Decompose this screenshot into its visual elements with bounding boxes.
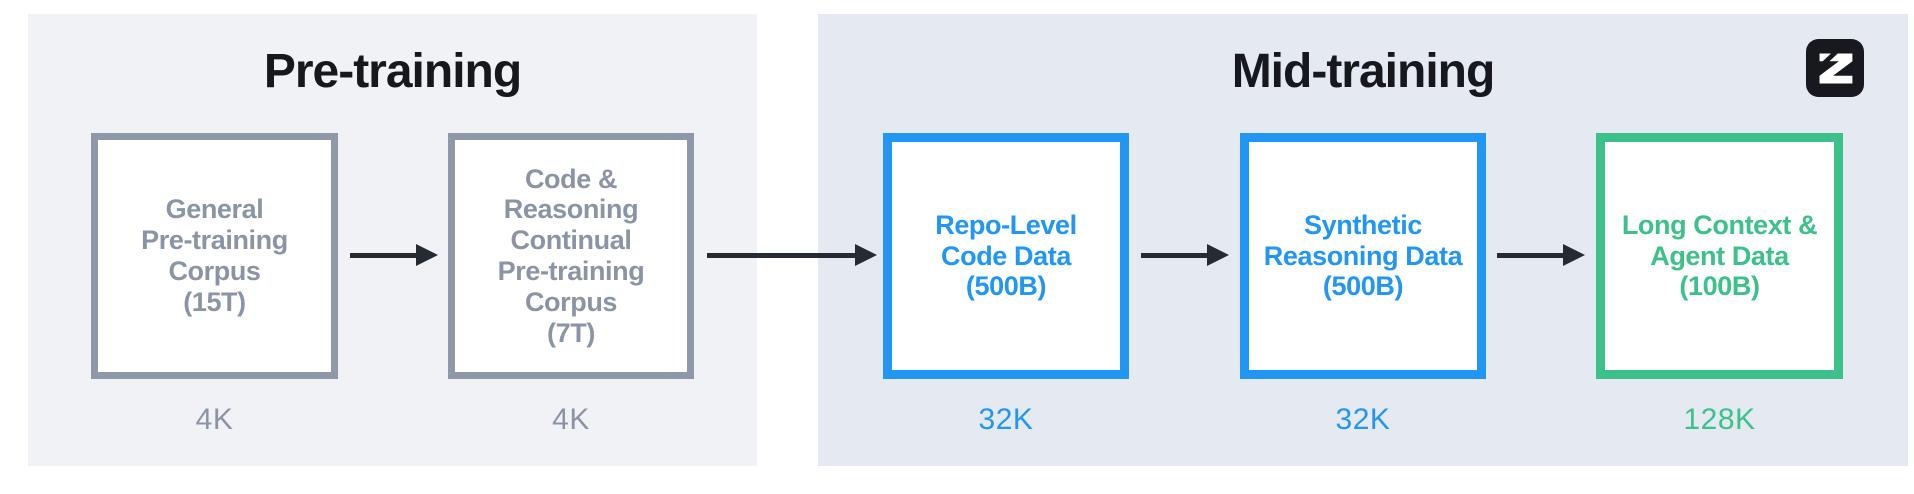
context-length-label: 128K [1683, 403, 1756, 436]
node-long-context-agent-data: Long Context & Agent Data (100B) [1596, 133, 1843, 379]
node-long-context-agent-data-label: Long Context & Agent Data (100B) [1621, 209, 1818, 302]
node-general-pretraining-corpus: General Pre-training Corpus (15T) [91, 133, 338, 379]
pre-training-title: Pre-training [263, 45, 522, 98]
flow-arrow-icon [1141, 244, 1229, 266]
context-length-label: 32K [978, 403, 1034, 436]
context-length-label: 32K [1335, 403, 1391, 436]
flow-arrow-icon [707, 244, 877, 266]
node-synthetic-reasoning-data-label: Synthetic Reasoning Data (500B) [1263, 209, 1463, 302]
node-code-reasoning-continual-corpus-label: Code & Reasoning Continual Pre-training … [497, 163, 645, 348]
section-pre-training: Pre-training General Pre-training Corpus… [28, 14, 757, 466]
context-length-label: 4K [552, 403, 590, 436]
mid-training-title: Mid-training [1231, 45, 1496, 98]
flow-arrow-icon [1497, 244, 1585, 266]
section-mid-training: Mid-training Repo-Level Code Data (500B)… [818, 14, 1908, 466]
node-synthetic-reasoning-data: Synthetic Reasoning Data (500B) [1240, 133, 1486, 379]
z-logo-icon [1806, 39, 1864, 97]
flow-arrow-icon [350, 244, 438, 266]
node-repo-level-code-data: Repo-Level Code Data (500B) [883, 133, 1129, 379]
node-code-reasoning-continual-corpus: Code & Reasoning Continual Pre-training … [448, 133, 694, 379]
node-general-pretraining-corpus-label: General Pre-training Corpus (15T) [141, 194, 288, 317]
node-repo-level-code-data-label: Repo-Level Code Data (500B) [935, 209, 1077, 302]
context-length-label: 4K [195, 403, 234, 436]
